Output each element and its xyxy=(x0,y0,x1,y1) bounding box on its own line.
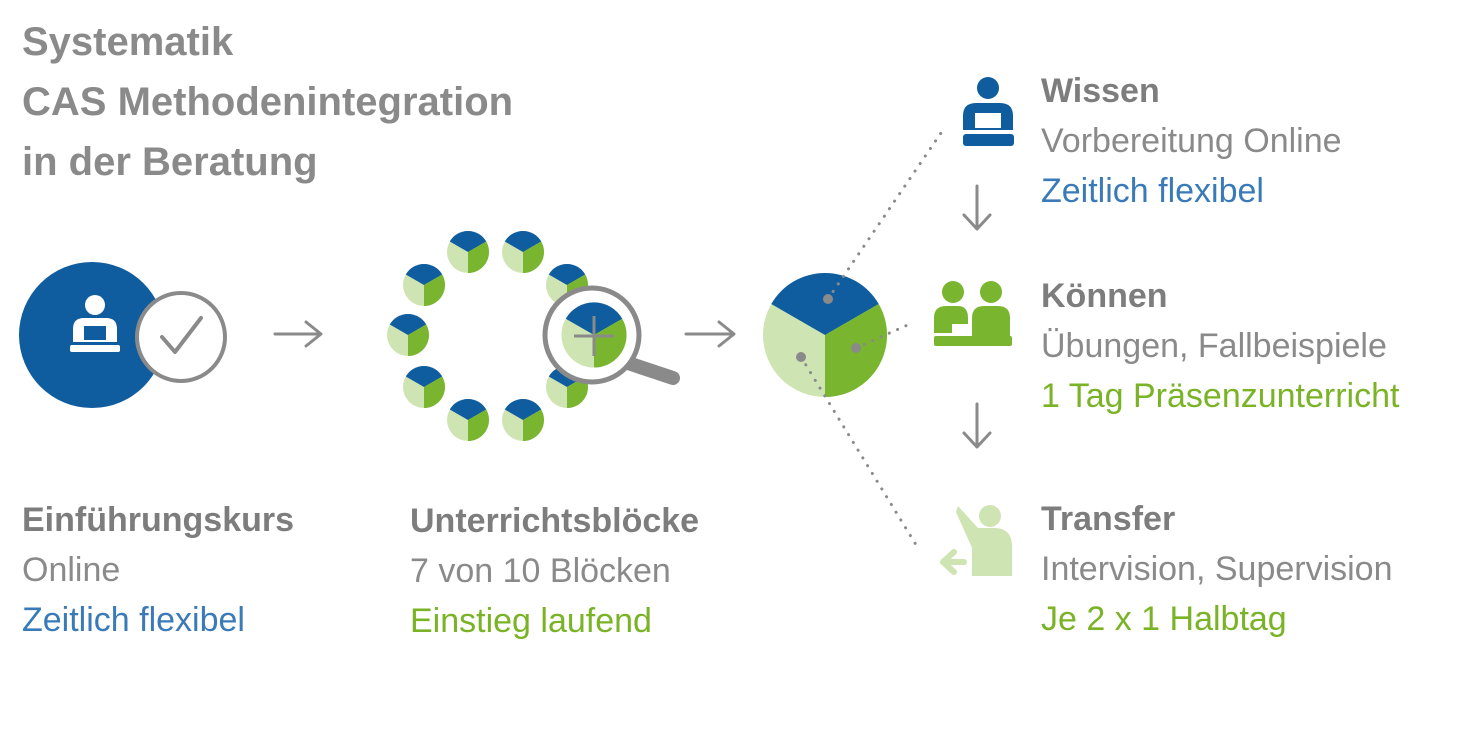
block-pie xyxy=(403,263,446,306)
connector-dots xyxy=(796,294,861,362)
intro-detail: Online xyxy=(22,551,121,589)
blocks-caption: Unterrichtsblöcke 7 von 10 Blöcken Einst… xyxy=(410,496,699,646)
block-pie xyxy=(387,313,430,356)
wissen-heading: Wissen xyxy=(1041,72,1160,110)
block-pie xyxy=(403,365,446,408)
arrow-down-icon xyxy=(962,184,992,231)
blocks-note: Einstieg laufend xyxy=(410,602,652,640)
arrow-right-icon xyxy=(273,320,323,348)
block-pie xyxy=(447,230,490,273)
arrow-right-icon xyxy=(684,320,736,348)
transfer-detail: Intervision, Supervision xyxy=(1041,550,1393,588)
transfer-note: Je 2 x 1 Halbtag xyxy=(1041,600,1287,638)
summary-pie xyxy=(763,272,888,397)
transfer-heading: Transfer xyxy=(1041,500,1176,538)
wissen-caption: Wissen Vorbereitung Online Zeitlich flex… xyxy=(1041,66,1342,216)
dotted-connectors xyxy=(799,128,945,550)
arrow-down-icon xyxy=(962,402,992,449)
title-line-2: CAS Methodenintegration xyxy=(22,80,514,124)
blocks-heading: Unterrichtsblöcke xyxy=(410,502,700,540)
check-circle-icon xyxy=(135,291,227,383)
intro-badge xyxy=(19,262,227,408)
intro-caption: Einführungskurs Online Zeitlich flexibel xyxy=(22,495,294,645)
transfer-caption: Transfer Intervision, Supervision Je 2 x… xyxy=(1041,494,1393,644)
koennen-note: 1 Tag Präsenzunterricht xyxy=(1041,377,1400,415)
wissen-detail: Vorbereitung Online xyxy=(1041,122,1342,160)
blocks-detail: 7 von 10 Blöcken xyxy=(410,552,671,590)
magnifier-icon xyxy=(542,285,680,385)
page-title: Systematik CAS Methodenintegration in de… xyxy=(22,12,513,192)
intro-note: Zeitlich flexibel xyxy=(22,601,245,639)
block-pie xyxy=(502,230,545,273)
two-people-desk-icon xyxy=(934,281,1012,346)
person-laptop-icon xyxy=(963,77,1014,146)
person-presenting-icon xyxy=(940,505,1012,576)
person-laptop-icon xyxy=(70,295,120,352)
wissen-note: Zeitlich flexibel xyxy=(1041,172,1264,210)
koennen-caption: Können Übungen, Fallbeispiele 1 Tag Präs… xyxy=(1041,271,1399,421)
title-line-1: Systematik xyxy=(22,20,234,64)
koennen-heading: Können xyxy=(1041,277,1168,315)
title-line-3: in der Beratung xyxy=(22,140,318,184)
block-pie xyxy=(502,398,545,441)
intro-heading: Einführungskurs xyxy=(22,501,295,539)
block-pie xyxy=(447,398,490,441)
koennen-detail: Übungen, Fallbeispiele xyxy=(1041,327,1387,365)
